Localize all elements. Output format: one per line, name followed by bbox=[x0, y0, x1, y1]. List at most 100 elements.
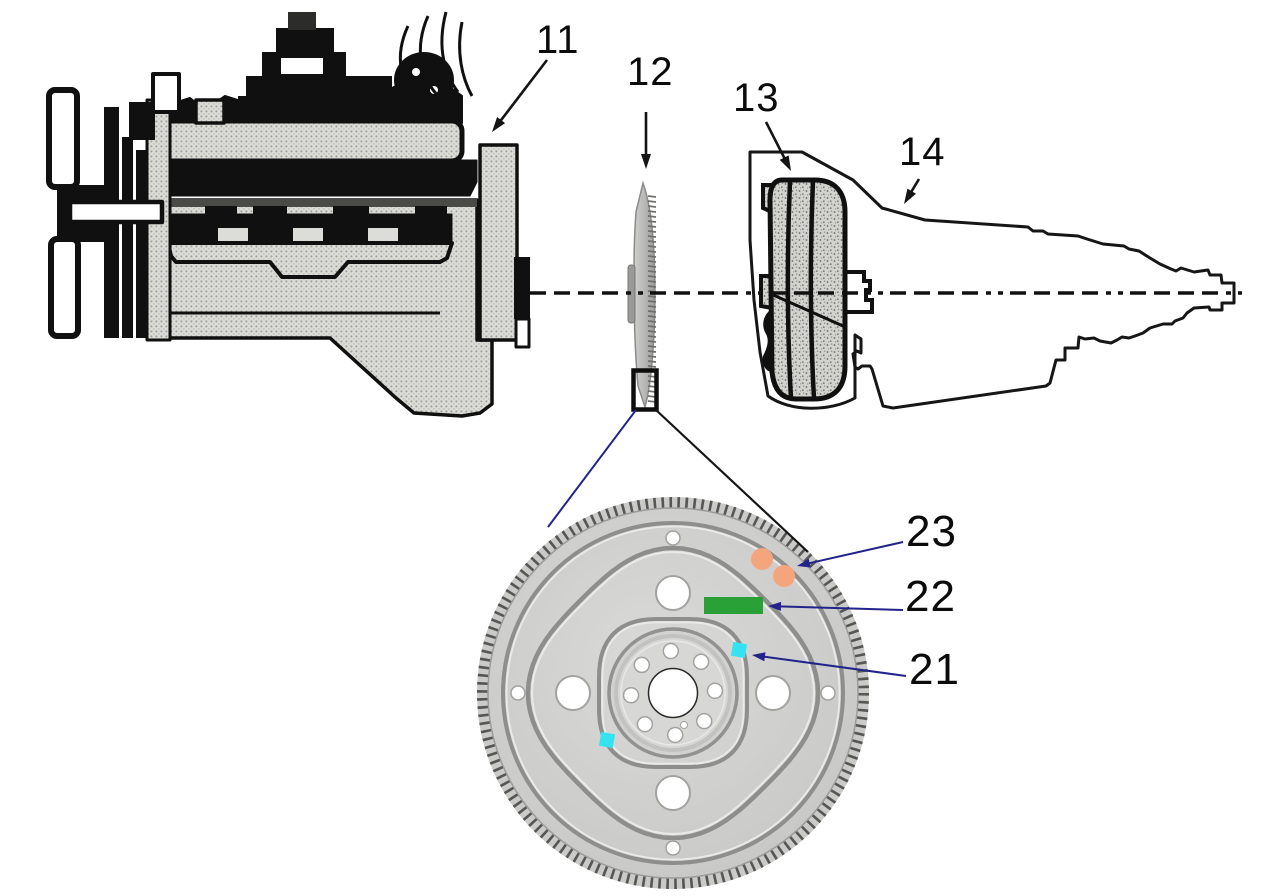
hub-pilot-hole bbox=[680, 721, 688, 729]
engine-skirt bbox=[166, 241, 454, 279]
ring-gear-root-line bbox=[487, 507, 859, 879]
side-tooth-tick bbox=[647, 295, 657, 298]
arrow-11-head bbox=[492, 117, 506, 132]
side-tooth-tick bbox=[647, 315, 657, 318]
side-tooth-tick bbox=[647, 330, 657, 333]
arrow-22-line bbox=[778, 605, 904, 611]
crank-flange-tab bbox=[514, 317, 531, 349]
hub-bolt-hole bbox=[666, 726, 684, 744]
side-tooth-tick bbox=[647, 265, 657, 268]
side-tooth-tick bbox=[647, 345, 657, 348]
side-tooth-tick bbox=[647, 280, 657, 283]
side-tooth-tick bbox=[647, 205, 657, 208]
tc-weld-seam bbox=[770, 292, 844, 328]
side-tooth-tick bbox=[647, 275, 657, 278]
large-lightening-hole bbox=[655, 775, 691, 811]
side-tooth-tick bbox=[647, 350, 657, 353]
tc-body bbox=[767, 177, 848, 402]
front-accessory-blob bbox=[129, 102, 155, 140]
arrow-12-head bbox=[641, 154, 651, 169]
balance-mark-green-rect bbox=[704, 597, 763, 614]
hub-bolt-hole bbox=[692, 653, 710, 671]
balance-mark-orange-dot bbox=[751, 548, 773, 570]
arrow-23-head bbox=[797, 558, 811, 568]
engine-dark-band bbox=[152, 159, 478, 197]
engine-valve-cover bbox=[157, 118, 465, 164]
side-tooth-tick bbox=[647, 200, 657, 203]
side-tooth-tick bbox=[647, 210, 657, 213]
tc-seam-2 bbox=[808, 179, 817, 399]
side-tooth-tick bbox=[647, 235, 657, 238]
arrow-14-head bbox=[904, 188, 917, 204]
balance-mark-orange-dot bbox=[773, 565, 795, 587]
inner-wavy-highlight bbox=[601, 621, 745, 765]
fan-blade-bottom bbox=[48, 236, 81, 339]
large-lightening-hole bbox=[555, 675, 591, 711]
flexplate-face-view bbox=[477, 497, 869, 889]
hub-bolt-hole bbox=[662, 642, 680, 660]
side-tooth-tick bbox=[647, 270, 657, 273]
side-tooth-tick bbox=[647, 260, 657, 263]
arrow-13-head bbox=[779, 155, 791, 171]
zoom-connector-right bbox=[655, 409, 809, 553]
side-tooth-tick bbox=[647, 245, 657, 248]
rim-bolt-hole bbox=[510, 685, 526, 701]
side-tooth-tick bbox=[647, 230, 657, 233]
detail-zoom-box bbox=[631, 368, 659, 412]
callout-flexplate: 12 bbox=[627, 50, 674, 94]
exhaust-notches bbox=[218, 228, 398, 244]
hub-highlight bbox=[620, 640, 726, 746]
side-tooth-tick bbox=[647, 365, 657, 368]
distributor-and-wires bbox=[394, 11, 474, 108]
arrow-21-line bbox=[762, 655, 907, 677]
side-tooth-tick bbox=[647, 250, 657, 253]
transmission-case bbox=[748, 150, 1236, 410]
fan-blade-top bbox=[46, 87, 80, 190]
callout-mark-green: 22 bbox=[905, 572, 956, 621]
center-bore bbox=[647, 667, 699, 719]
side-tooth-tick bbox=[647, 215, 657, 218]
flexplate-side-teeth bbox=[647, 195, 657, 403]
side-tooth-tick bbox=[647, 340, 657, 343]
pulley-bar-3 bbox=[136, 150, 147, 338]
torque-converter bbox=[759, 177, 874, 402]
arrow-13-line bbox=[764, 121, 787, 161]
transmission-outline bbox=[748, 150, 1236, 410]
rim-bolt-hole bbox=[820, 685, 836, 701]
side-tooth-tick bbox=[647, 255, 657, 258]
arrow-22-head bbox=[768, 601, 782, 611]
step-ring-highlight bbox=[505, 525, 841, 861]
arrow-21-head bbox=[752, 652, 766, 662]
annotations bbox=[492, 59, 921, 677]
side-tooth-tick bbox=[647, 360, 657, 363]
ring-gear-teeth bbox=[477, 497, 869, 889]
side-tooth-tick bbox=[647, 320, 657, 323]
tc-drain-blob bbox=[762, 310, 774, 372]
side-tooth-tick bbox=[647, 335, 657, 338]
large-lightening-hole bbox=[755, 675, 791, 711]
hub-bolt-hole bbox=[633, 656, 651, 674]
engine-deck-strip bbox=[155, 199, 477, 207]
side-tooth-tick bbox=[647, 305, 657, 308]
hub-bolt-hole bbox=[706, 682, 724, 700]
carburetor-cluster bbox=[194, 12, 392, 125]
engine-bell-face bbox=[478, 143, 519, 342]
large-lightening-hole bbox=[655, 575, 691, 611]
callout-mark-orange: 23 bbox=[906, 507, 957, 556]
tc-seam-1 bbox=[785, 180, 794, 399]
hub-bolt-hole bbox=[622, 686, 640, 704]
callout-engine: 11 bbox=[536, 18, 580, 62]
side-tooth-tick bbox=[647, 355, 657, 358]
rim-bolt-hole bbox=[665, 530, 681, 546]
balance-mark-cyan-square bbox=[730, 641, 748, 659]
side-tooth-tick bbox=[647, 325, 657, 328]
fan-hub-bar bbox=[67, 199, 165, 225]
rim-bolt-hole bbox=[665, 840, 681, 856]
callout-torque-converter: 13 bbox=[733, 76, 780, 120]
arrow-14-line bbox=[909, 178, 921, 194]
side-tooth-tick bbox=[647, 285, 657, 288]
side-tooth-tick bbox=[647, 195, 657, 198]
side-tooth-tick bbox=[647, 220, 657, 223]
